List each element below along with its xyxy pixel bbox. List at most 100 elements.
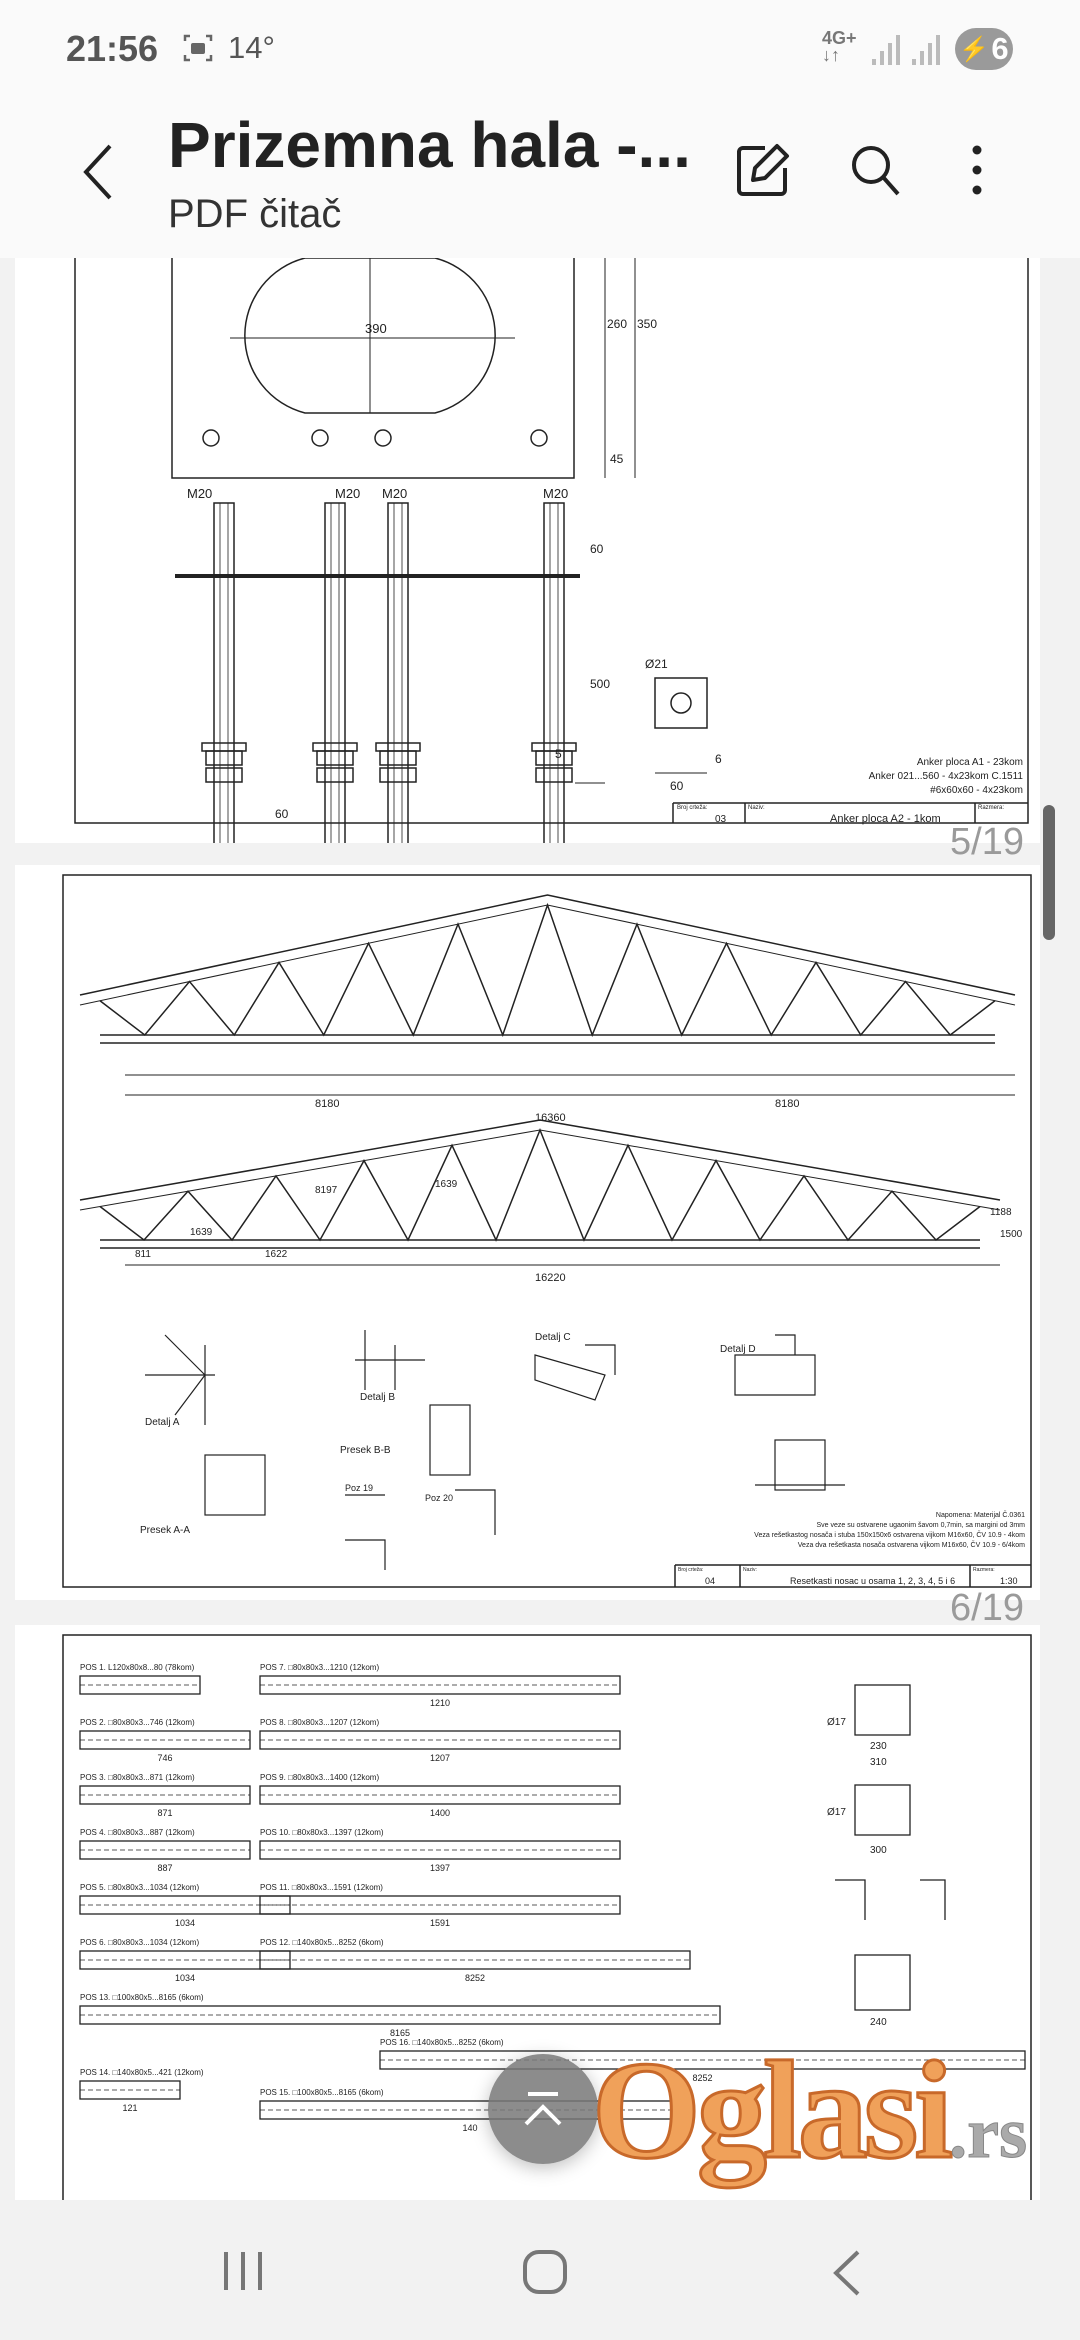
battery-level: 6: [991, 31, 1009, 66]
position-profile: [79, 2080, 181, 2100]
dim-label: 811: [135, 1249, 151, 1260]
home-button[interactable]: [520, 2250, 570, 2295]
web-members: [99, 902, 996, 1038]
scrollbar-thumb[interactable]: [1043, 805, 1055, 940]
signal-icon-2: [912, 35, 940, 65]
dim-label: 8252: [465, 1973, 485, 1983]
position-label: POS 16. □140x80x5...8252 (6kom): [380, 2038, 504, 2047]
position-profile: [79, 2005, 721, 2025]
note: Veza rešetkastog nosača i stuba 150x150x…: [754, 1530, 1025, 1539]
drawing-name: Anker ploca A2 - 1kom: [830, 813, 941, 825]
dim-label: 1622: [265, 1249, 288, 1260]
dim-label: Ø17: [827, 1807, 846, 1818]
edit-button[interactable]: [733, 140, 793, 200]
anchor-bolt: [201, 502, 247, 843]
top-chord: [79, 1119, 1001, 1201]
position-profile: [259, 1785, 621, 1805]
app-subtitle: PDF čitač: [168, 192, 342, 236]
dim-label: 6: [715, 752, 722, 766]
pdf-page-6: 16360 8180 8180 16220 8197 1639 1639 162…: [15, 865, 1040, 1600]
back-button[interactable]: [78, 142, 118, 202]
dim-label: Ø17: [827, 1717, 846, 1728]
dim-label: 871: [157, 1808, 172, 1818]
position-profile: [259, 1675, 621, 1695]
dim-label: 8197: [315, 1185, 338, 1196]
bolt-label: M20: [543, 486, 568, 501]
dim-label: Ø21: [645, 657, 668, 671]
dim-label: 60: [670, 779, 684, 793]
signal-icon: [872, 35, 900, 65]
status-time: 21:56: [66, 28, 159, 69]
top-chord: [79, 894, 1016, 996]
system-back-button[interactable]: [828, 2250, 868, 2296]
recent-apps-button[interactable]: [218, 2250, 268, 2292]
bolt-label: M20: [335, 486, 360, 501]
dim-label: 240: [870, 2017, 887, 2028]
part-label: Poz 19: [345, 1483, 373, 1493]
position-profile: [259, 2100, 681, 2120]
charging-icon: ⚡: [959, 35, 990, 63]
position-label: POS 9. □80x80x3...1400 (12kom): [260, 1773, 379, 1782]
dim-label: 1210: [430, 1698, 450, 1708]
dim-label: 310: [870, 1757, 887, 1768]
network-type: 4G+↓↑: [822, 28, 857, 65]
anchor-plate-drawing: M20 M20 M20 M20 390 260 350 45 60 500 Ø2…: [74, 258, 1029, 843]
dim-label: 8252: [692, 2073, 712, 2083]
position-profile: [79, 1895, 291, 1915]
section-label: Presek A-A: [140, 1525, 190, 1536]
position-profile: [79, 1675, 201, 1695]
dim-label: 300: [870, 1845, 887, 1856]
dim-label: 746: [157, 1753, 172, 1763]
title-block-label: Naziv:: [743, 1567, 757, 1573]
position-label: POS 5. □80x80x3...1034 (12kom): [80, 1883, 199, 1892]
dim-label: 16360: [535, 1112, 566, 1124]
position-label: POS 2. □80x80x3...746 (12kom): [80, 1718, 195, 1727]
dim-label: 1639: [435, 1179, 458, 1190]
bolt-label: M20: [382, 486, 407, 501]
anchor-bolt: [312, 502, 358, 843]
drawing-number: 03: [715, 814, 727, 825]
app-header: Prizemna hala -... PDF čitač: [0, 100, 1080, 258]
search-button[interactable]: [846, 140, 906, 200]
dim-label: 1034: [175, 1973, 195, 1983]
note: Veza dva rešetkasta nosača ostvarena vij…: [798, 1540, 1025, 1549]
position-label: POS 8. □80x80x3...1207 (12kom): [260, 1718, 379, 1727]
position-label: POS 12. □140x80x5...8252 (6kom): [260, 1938, 384, 1947]
dim-label: 45: [610, 452, 624, 466]
page-indicator: 5/19: [950, 821, 1024, 863]
bolt-label: M20: [187, 486, 212, 501]
dim-label: 1034: [175, 1918, 195, 1928]
section-label: Presek B-B: [340, 1445, 391, 1456]
dim-label: 1400: [430, 1808, 450, 1818]
drawing-scale: 1:30: [1000, 1576, 1018, 1586]
drawing-name: Resetkasti nosac u osama 1, 2, 3, 4, 5 i…: [790, 1576, 955, 1586]
dim-label: 60: [275, 807, 289, 821]
dim-label: 230: [870, 1741, 887, 1752]
part-label: Poz 20: [425, 1493, 453, 1503]
truss-drawing: 16360 8180 8180 16220 8197 1639 1639 162…: [62, 874, 1032, 1588]
dim-label: 350: [637, 317, 657, 331]
title-block-label: Broj crteža:: [678, 1567, 703, 1573]
position-profile: [79, 1730, 251, 1750]
detail-label: Detalj D: [720, 1344, 756, 1355]
title-block-label: Razmera:: [978, 805, 1004, 811]
dim-label: 1639: [190, 1227, 213, 1238]
watermark-tld: .rs: [949, 2093, 1028, 2174]
dim-label: 16220: [535, 1272, 566, 1284]
position-profile: [79, 1840, 251, 1860]
status-temperature: 14°: [228, 30, 275, 65]
position-label: POS 11. □80x80x3...1591 (12kom): [260, 1883, 383, 1892]
system-nav-bar: [0, 2200, 1080, 2340]
position-label: POS 3. □80x80x3...871 (12kom): [80, 1773, 195, 1782]
dim-label: 8180: [775, 1098, 799, 1110]
scroll-to-top-button[interactable]: [488, 2054, 598, 2164]
position-label: POS 15. □100x80x5...8165 (6kom): [260, 2088, 384, 2097]
dim-label: 5: [555, 747, 562, 761]
anchor-bolt: [375, 502, 421, 843]
position-profile: [379, 2050, 1026, 2070]
more-options-button[interactable]: [947, 140, 1007, 200]
dim-label: 1591: [430, 1918, 450, 1928]
position-label: POS 6. □80x80x3...1034 (12kom): [80, 1938, 199, 1947]
bottom-chord: [100, 1034, 995, 1044]
dim-label: 8165: [390, 2028, 410, 2038]
